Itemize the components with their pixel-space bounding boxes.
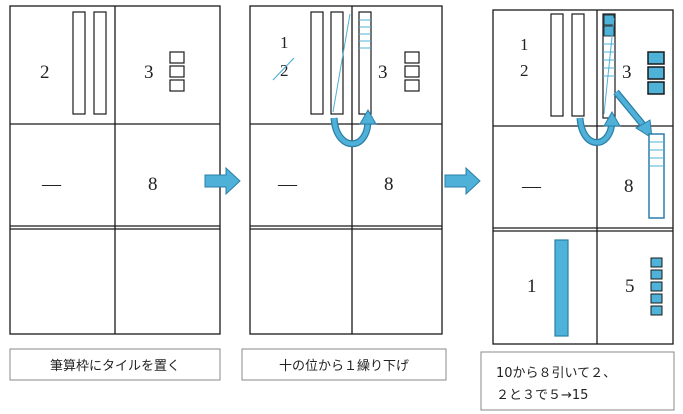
one-tile: [404, 51, 420, 64]
panel-1-minus-sign: —: [41, 174, 62, 195]
one-tile: [404, 65, 420, 78]
curved-arrow-icon: [576, 110, 621, 146]
one-tile: [169, 65, 185, 78]
panel-3-caption-line-1: 10から８引いて２、: [496, 366, 616, 381]
panel-3-caption-line-2: ２と３で５→15: [496, 388, 588, 403]
panel-1-caption: 筆算枠にタイルを置く: [50, 359, 180, 374]
panel-3-ones-digit: 3: [622, 62, 632, 83]
panel-3-borrow-remaining: 1: [520, 35, 529, 54]
result-one-tile: [650, 257, 663, 268]
panel-3-tens-digit: 2: [520, 61, 529, 80]
ten-rod-being-split: [330, 11, 344, 115]
result-one-tile: [650, 293, 663, 304]
right-arrow-icon: [204, 166, 241, 196]
ten-rod: [72, 11, 86, 115]
panel-1-ones-digit: 3: [144, 62, 154, 83]
panel-1-tens-digit: 2: [40, 62, 50, 83]
panel-3-caption-box: [480, 351, 675, 411]
panel-2: 1 2 3 — 8 十の位から１繰り下げ: [241, 5, 447, 381]
panel-3-minus-sign: —: [521, 176, 542, 197]
panel-2-borrow-remaining: 1: [280, 33, 289, 52]
panel-2-tens-digit: 2: [280, 61, 289, 80]
panel-3-subtrahend: 8: [624, 176, 634, 197]
panel-2-ones-digit: 3: [378, 62, 388, 83]
right-arrow-icon: [444, 166, 481, 196]
result-one-tile: [650, 305, 663, 316]
panel-1-caption-box: [9, 348, 221, 381]
removed-tiles-rod: [648, 133, 665, 219]
panel-2-caption: 十の位から１繰り下げ: [279, 359, 409, 374]
one-tile-filled: [647, 81, 665, 95]
panel-3: 1 2 3 —: [480, 9, 675, 411]
panel-2-minus-sign: —: [277, 174, 298, 195]
split-slash-mark: [332, 13, 351, 113]
panel-3-frame: [492, 9, 674, 345]
result-ten-rod: [554, 239, 569, 337]
panel-1: 2 3 — 8 筆算枠にタイルを置く: [9, 5, 221, 381]
strike-through-mark: [272, 57, 295, 81]
panel-2-caption-box: [241, 348, 447, 381]
one-tile: [169, 79, 185, 92]
result-one-tile: [650, 269, 663, 280]
borrowed-ten-rod: [358, 11, 372, 115]
result-one-tile: [650, 281, 663, 292]
borrowed-ten-rod: [602, 13, 616, 119]
curved-arrow-icon: [330, 108, 377, 148]
ten-rod: [310, 11, 324, 115]
panel-2-subtrahend: 8: [384, 174, 394, 195]
one-tile: [404, 79, 420, 92]
panel-2-frame: [249, 5, 443, 335]
panel-3-result-tens: 1: [527, 276, 537, 297]
ten-rod: [550, 13, 564, 117]
one-tile-filled: [647, 51, 665, 65]
ten-rod: [93, 11, 107, 115]
diagonal-arrow-icon: [613, 89, 653, 139]
panel-1-subtrahend: 8: [148, 174, 158, 195]
one-tile-filled: [647, 66, 665, 80]
panel-3-result-ones: 5: [625, 276, 635, 297]
one-tile: [169, 51, 185, 64]
ten-rod-being-split: [571, 13, 585, 117]
